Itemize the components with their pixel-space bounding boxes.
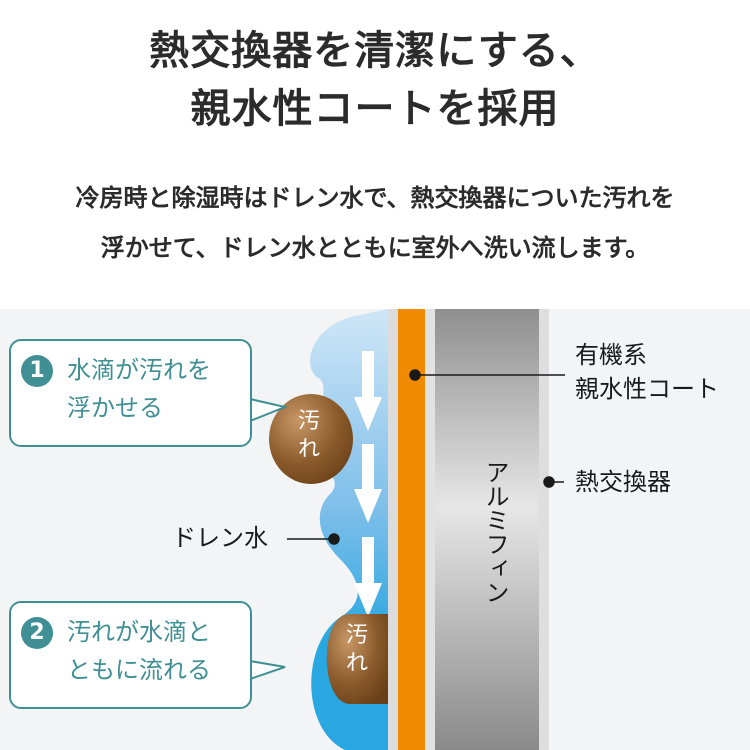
drain-pointer-dot [328, 533, 340, 545]
step-2-line1: 汚れが水滴と [67, 618, 211, 646]
step-1-bubble: 1 水滴が汚れを 浮かせる [9, 339, 252, 447]
coating-diagram [249, 309, 565, 750]
coat-gap [425, 309, 435, 750]
hx-pointer-dot [543, 476, 555, 488]
dirt-label-1: 汚 れ [298, 408, 320, 464]
dirt-label-char: れ [298, 437, 321, 462]
description-line2: 浮かせて、ドレン水とともに室外へ洗い流します。 [100, 234, 650, 262]
base-layer [388, 309, 398, 750]
coat-label-line1: 有機系 [575, 341, 647, 369]
description-line1: 冷房時と除湿時はドレン水で、熱交換器についた汚れを [75, 184, 675, 212]
page-title-line1: 熱交換器を清潔にする、 [149, 28, 601, 74]
dirt-label-char: 汚 [298, 409, 321, 434]
step-2-line2: ともに流れる [67, 656, 211, 684]
step-number-badge: 1 [21, 355, 53, 387]
dirt-blob-1 [269, 394, 353, 484]
bubble-tail-2 [249, 660, 286, 680]
page-title-line2: 親水性コートを採用 [190, 86, 560, 132]
step-number-badge: 2 [21, 617, 53, 649]
dirt-blob-2 [326, 614, 388, 704]
step-1-line1: 水滴が汚れを [67, 356, 211, 384]
aluminum-fin-label: アルミフィン [481, 460, 509, 604]
flow-arrows [354, 351, 382, 617]
dirt-label-char: れ [346, 651, 369, 676]
heat-exchanger-label: 熱交換器 [575, 468, 671, 496]
hydrophilic-coat [398, 309, 425, 750]
arrow-down-icon [354, 444, 382, 523]
dirt-label-char: 汚 [346, 623, 369, 648]
dirt-label-2: 汚 れ [346, 622, 368, 678]
coat-label: 有機系 親水性コート [575, 338, 719, 406]
arrow-down-icon [354, 537, 382, 617]
fin-edge [539, 309, 549, 750]
aluminum-fin [435, 309, 539, 750]
step-2-bubble: 2 汚れが水滴と ともに流れる [9, 601, 252, 709]
arrow-down-icon [354, 351, 382, 431]
step-1-line2: 浮かせる [67, 394, 163, 422]
coat-label-line2: 親水性コート [575, 375, 719, 403]
bubble-tail-1 [249, 398, 289, 422]
drain-water-label: ドレン水 [172, 524, 268, 552]
coat-pointer-dot [409, 369, 421, 381]
